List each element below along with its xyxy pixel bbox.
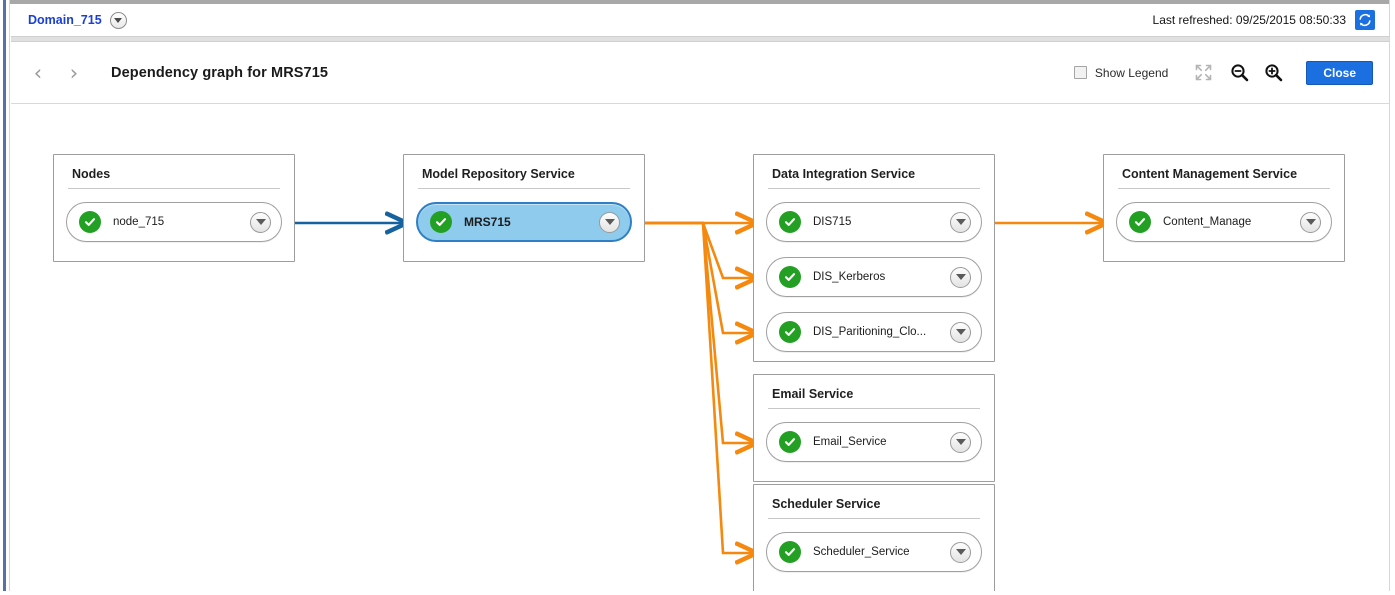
group-title: Model Repository Service — [422, 167, 575, 181]
window-left-edge — [0, 0, 10, 595]
fullscreen-icon[interactable] — [1188, 59, 1218, 87]
chevron-down-circle-icon[interactable] — [950, 541, 971, 563]
last-refreshed-text: Last refreshed: 09/25/2015 08:50:33 — [1152, 13, 1346, 27]
window-right-edge — [1389, 0, 1395, 595]
check-circle-icon — [1129, 211, 1151, 233]
domain-bar: Domain_715 Last refreshed: 09/25/2015 08… — [11, 4, 1389, 36]
check-circle-icon — [79, 211, 101, 233]
chevron-down-circle-icon[interactable] — [1300, 211, 1321, 233]
chevron-down-circle-icon[interactable] — [950, 211, 971, 233]
group-body: node_715 — [54, 189, 294, 256]
group-body: Content_Manage — [1104, 189, 1344, 256]
graph-edge — [633, 221, 756, 333]
group-divider — [68, 188, 280, 189]
zoom-out-icon[interactable] — [1224, 59, 1254, 87]
group-divider — [768, 518, 980, 519]
show-legend-label[interactable]: Show Legend — [1094, 65, 1169, 80]
graph-node-Email_Service[interactable]: Email_Service — [766, 422, 982, 462]
group-title: Scheduler Service — [772, 497, 881, 511]
chevron-down-circle-icon[interactable] — [950, 266, 971, 288]
graph-node-label: Scheduler_Service — [813, 546, 910, 558]
graph-node-DIS_Kerberos[interactable]: DIS_Kerberos — [766, 257, 982, 297]
check-circle-icon — [779, 211, 801, 233]
check-circle-icon — [779, 266, 801, 288]
toolbar-actions: Show Legend — [1073, 59, 1373, 87]
window-top-edge — [0, 0, 1395, 4]
check-circle-icon — [430, 211, 452, 233]
group-divider — [768, 188, 980, 189]
graph-node-Scheduler_Service[interactable]: Scheduler_Service — [766, 532, 982, 572]
refresh-icon[interactable] — [1355, 10, 1375, 30]
check-circle-icon — [779, 431, 801, 453]
group-body: MRS715 — [404, 189, 644, 256]
chevron-down-circle-icon[interactable] — [250, 211, 271, 233]
domain-name-link[interactable]: Domain_715 — [28, 13, 102, 27]
refresh-area: Last refreshed: 09/25/2015 08:50:33 — [1153, 10, 1375, 30]
check-circle-icon — [779, 321, 801, 343]
graph-node-label: node_715 — [113, 216, 165, 228]
group-divider — [1118, 188, 1330, 189]
check-circle-icon — [779, 541, 801, 563]
group-body: Email_Service — [754, 409, 994, 476]
graph-toolbar: ‹ › Dependency graph for MRS715 Show Leg… — [11, 42, 1389, 104]
graph-node-DIS_Paritioning_Clo[interactable]: DIS_Paritioning_Clo... — [766, 312, 982, 352]
graph-node-label: MRS715 — [464, 215, 511, 229]
graph-node-Content_Manage[interactable]: Content_Manage — [1116, 202, 1332, 242]
chevron-left-icon[interactable]: ‹ — [33, 60, 43, 85]
chevron-down-icon[interactable] — [109, 11, 127, 29]
graph-node-label: DIS_Kerberos — [813, 271, 886, 283]
group-title: Email Service — [772, 387, 854, 401]
group-title: Content Management Service — [1122, 167, 1298, 181]
graph-node-node_715[interactable]: node_715 — [66, 202, 282, 242]
zoom-in-icon[interactable] — [1258, 59, 1288, 87]
header-divider — [11, 36, 1389, 42]
graph-node-label: DIS_Paritioning_Clo... — [813, 326, 927, 338]
graph-node-label: DIS715 — [813, 216, 852, 228]
chevron-down-circle-icon[interactable] — [950, 321, 971, 343]
group-title: Data Integration Service — [772, 167, 916, 181]
window-bottom-edge — [0, 591, 1395, 595]
chevron-down-circle-icon[interactable] — [950, 431, 971, 453]
graph-edge — [633, 221, 756, 443]
page-title: Dependency graph for MRS715 — [111, 64, 329, 81]
group-divider — [418, 188, 630, 189]
graph-edge — [633, 221, 756, 553]
graph-edge — [633, 221, 756, 278]
close-button[interactable]: Close — [1306, 60, 1373, 85]
graph-node-label: Email_Service — [813, 436, 887, 448]
chevron-right-icon[interactable]: › — [69, 60, 79, 85]
group-divider — [768, 408, 980, 409]
graph-node-label: Content_Manage — [1163, 216, 1252, 228]
graph-node-DIS715[interactable]: DIS715 — [766, 202, 982, 242]
show-legend-checkbox[interactable] — [1073, 66, 1087, 79]
graph-node-MRS715[interactable]: MRS715 — [416, 202, 632, 242]
group-box-nodes: Nodes node_715 — [53, 154, 295, 262]
group-title: Nodes — [72, 167, 111, 181]
chevron-down-circle-icon[interactable] — [599, 211, 620, 233]
group-body: Scheduler_Service — [754, 519, 994, 586]
